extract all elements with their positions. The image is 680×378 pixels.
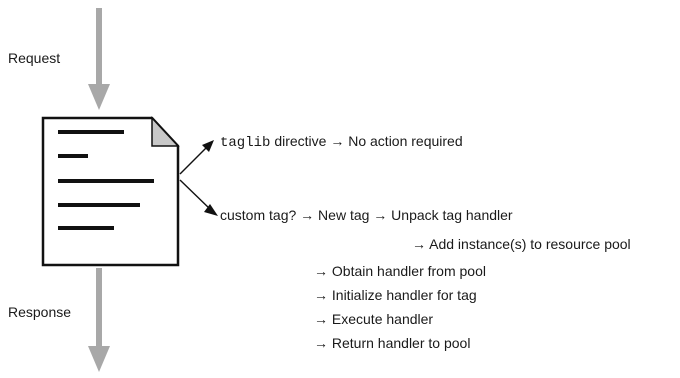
request-label: Request <box>8 50 61 66</box>
step-initialize-handler: → Initialize handler for tag <box>314 287 477 303</box>
step-execute-handler: → Execute handler <box>314 311 434 327</box>
step-obtain-handler: → Obtain handler from pool <box>314 263 486 279</box>
directive-text: directive <box>274 133 327 149</box>
branch-arrow-down <box>179 179 218 216</box>
document-icon <box>41 116 180 267</box>
taglib-directive-line: taglib directive → No action required <box>220 133 463 151</box>
response-label: Response <box>8 304 72 320</box>
step-return-handler: → Return handler to pool <box>314 335 471 351</box>
branch-arrow-up <box>179 140 214 175</box>
custom-tag-line: custom tag? → New tag → Unpack tag handl… <box>220 207 513 223</box>
resource-pool-line: → Add instance(s) to resource pool <box>412 236 631 252</box>
taglib-keyword: taglib <box>220 135 271 151</box>
directive-arrow: → <box>330 133 345 149</box>
directive-result: No action required <box>348 133 463 149</box>
request-arrow <box>88 8 110 110</box>
response-arrow <box>88 268 110 372</box>
